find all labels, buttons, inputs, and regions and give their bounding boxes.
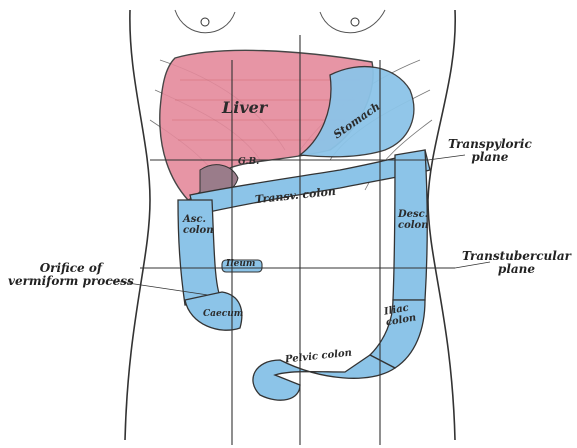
label-caecum: Caecum (203, 310, 243, 319)
label-transpyloric-line2: plane (448, 151, 532, 164)
right-nipple (351, 18, 359, 26)
label-transpyloric-line1: Transpyloric (448, 138, 532, 151)
label-liver: Liver (222, 100, 267, 117)
label-transpyloric-plane: Transpyloric plane (448, 138, 532, 163)
label-asc-colon-line2: colon (183, 226, 214, 237)
label-orifice-line2: vermiform process (8, 275, 134, 288)
label-asc-colon-line1: Asc. (183, 215, 214, 226)
label-transtubercular-plane: Transtubercular plane (462, 250, 571, 275)
label-desc-colon-line2: colon (398, 221, 429, 232)
left-nipple (201, 18, 209, 26)
chest-contours (175, 10, 385, 33)
label-desc-colon-line1: Desc. (398, 210, 429, 221)
label-orifice-line1: Orifice of (8, 262, 134, 275)
label-asc-colon: Asc. colon (183, 215, 214, 236)
label-orifice-vermiform: Orifice of vermiform process (8, 262, 134, 287)
label-desc-colon: Desc. colon (398, 210, 429, 231)
label-transtubercular-line1: Transtubercular (462, 250, 571, 263)
label-transtubercular-line2: plane (462, 263, 571, 276)
label-ileum: Ileum (226, 260, 255, 269)
label-gall-bladder: G.B. (238, 158, 259, 167)
